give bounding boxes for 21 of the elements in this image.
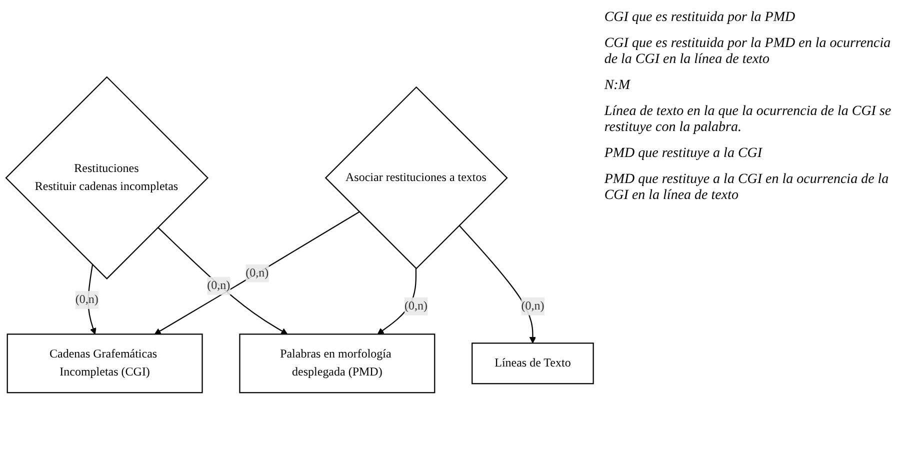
annotation-text: CGI que es restituida por la PMD [604,10,796,26]
node-box: Líneas de Texto [472,342,594,384]
node-box: Cadenas Grafemáticas Incompletas (CGI) [6,334,203,394]
annotation-text: Línea de texto en la que la ocurrencia de la CGI se restituye con la palabra. [604,104,892,136]
arrow [377,268,417,335]
arrow [157,227,288,335]
arrow [154,212,360,335]
arrow [88,264,96,335]
annotation-text: PMD que restituye a la CGI [604,146,764,162]
node-box: Palabras en morfología desplegada (PMD) [239,334,436,394]
edge-label: (0,n) [404,300,428,313]
edge-label: (0,n) [246,266,269,280]
edge-label: (0,n) [521,300,544,313]
arrow [458,225,536,344]
node-diamond: Asociar restituciones a textos [324,86,508,270]
node-diamond: Restituciones Restituir cadenas incompletas [5,76,208,280]
edge-label: (0,n) [75,293,98,306]
annotation-text: PMD que restituye a la CGI en la ocurrencia de la CGI en la línea de texto [604,172,890,204]
edge-label: (0,n) [207,279,230,292]
annotation-text: N:M [604,78,632,94]
annotation-text: CGI que es restituida por la PMD en la ocurrencia de la CGI en la línea de texto [604,36,892,68]
